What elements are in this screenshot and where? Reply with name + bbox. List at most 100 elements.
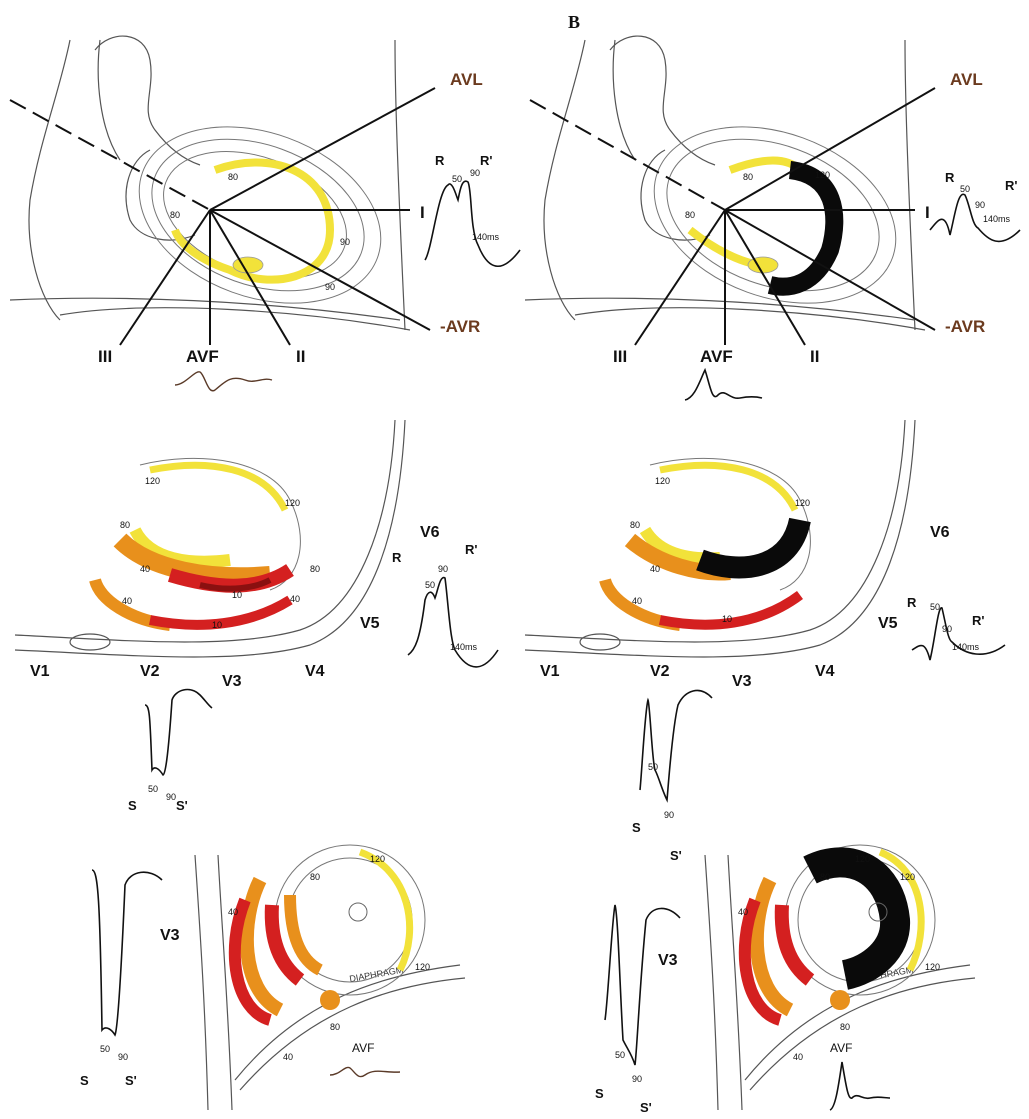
septum-orange [290, 895, 320, 970]
lead-label-v5: V5 [878, 615, 898, 632]
activation-band-black [700, 520, 800, 567]
wave-label-r-prime: R' [972, 613, 984, 628]
lead-label-v5: V5 [360, 615, 380, 632]
sagittal-left: DIAPHRAGM 80 120 120 40 40 80 V3 S S' 50… [80, 845, 465, 1110]
anatomy-rib [580, 634, 620, 650]
lead-label-i: I [925, 203, 930, 222]
activation-band-yellow [150, 465, 285, 510]
time-label-90: 90 [632, 1074, 642, 1084]
anatomy-sternum [195, 855, 232, 1110]
isochrone-label: 80 [330, 1022, 340, 1032]
activation-band-yellow [660, 465, 795, 510]
time-label-90: 90 [975, 200, 985, 210]
ecg-trace-i [425, 181, 520, 266]
time-label-140: 140ms [952, 642, 980, 652]
time-label-50: 50 [100, 1044, 110, 1054]
isochrone-label: 120 [925, 962, 940, 972]
anatomy-chest-wall [905, 40, 915, 330]
time-label-90: 90 [166, 792, 176, 802]
lead-label-v2: V2 [140, 663, 160, 680]
wave-label-r-prime: R' [1005, 178, 1017, 193]
wave-label-s-prime: S' [125, 1073, 137, 1088]
lead-label-ii: II [296, 347, 305, 366]
anatomy-chest-wall [15, 420, 395, 642]
wave-label-r: R [392, 550, 402, 565]
isochrone-ring [131, 112, 386, 319]
lead-label-v6: V6 [420, 524, 440, 541]
anatomy-chest-wall [525, 420, 905, 642]
isochrone-label: 80 [685, 210, 695, 220]
isochrone-label: 40 [290, 594, 300, 604]
isochrone-label: 40 [122, 596, 132, 606]
isochrone-label: 80 [630, 520, 640, 530]
time-label-90: 90 [664, 810, 674, 820]
wave-label-r-prime: R' [480, 153, 492, 168]
wave-label-r-prime: R' [465, 542, 477, 557]
ecg-trace-v3 [605, 905, 680, 1065]
anatomy-rib [70, 634, 110, 650]
time-label-50: 50 [960, 184, 970, 194]
isochrone-label: 80 [120, 520, 130, 530]
ecg-trace-v3 [92, 870, 162, 1035]
papillary-muscle [320, 990, 340, 1010]
lead-label-v1: V1 [540, 663, 560, 680]
frontal-right: AVL I -AVR III AVF II 80 80 120 R R' 50 … [525, 36, 1020, 400]
lead-label-v3: V3 [658, 952, 678, 969]
anatomy-aorta [29, 40, 120, 320]
lead-label-v3: V3 [160, 927, 180, 944]
lead-label-ii: II [810, 347, 819, 366]
frontal-left: AVL I -AVR III AVF II 80 80 90 90 R R' 5… [10, 36, 520, 391]
ecg-trace-avf [685, 370, 762, 400]
time-label-140: 140ms [983, 214, 1011, 224]
isochrone-label: 120 [415, 962, 430, 972]
isochrone-label: 40 [140, 564, 150, 574]
isochrone-label: 120 [655, 476, 670, 486]
activation-band-black [770, 170, 834, 287]
sagittal-right: DIAPHRAGM 80 120 120 120 40 40 80 V3 S S… [595, 845, 975, 1115]
papillary-yellow [748, 257, 778, 273]
isochrone-label: 80 [170, 210, 180, 220]
horizontal-left: 120 120 80 80 40 40 40 10 10 V1 V2 V3 V4… [15, 420, 498, 813]
lead-label-avf: AVF [186, 347, 219, 366]
wave-label-r: R [945, 170, 955, 185]
diaphragm-label: DIAPHRAGM [349, 965, 404, 984]
lead-label-i: I [420, 203, 425, 222]
isochrone-label: 40 [650, 564, 660, 574]
lead-label-v3: V3 [732, 673, 752, 690]
wave-label-s-prime: S' [640, 1100, 652, 1115]
wave-label-s: S [632, 820, 641, 835]
wave-label-s-prime: S' [176, 798, 188, 813]
isochrone-label: 80 [228, 172, 238, 182]
lead-label-avf: AVF [700, 347, 733, 366]
lead-label-avf: AVF [830, 1041, 852, 1055]
isochrone-label: 120 [815, 170, 830, 180]
isochrone-label: 90 [340, 237, 350, 247]
time-label-140: 140ms [450, 642, 478, 652]
time-label-90: 90 [470, 168, 480, 178]
isochrone-label: 40 [793, 1052, 803, 1062]
isochrone-label: 80 [840, 1022, 850, 1032]
isochrone-label: 40 [228, 907, 238, 917]
isochrone-label: 80 [310, 564, 320, 574]
wave-label-r: R [435, 153, 445, 168]
time-label-50: 50 [148, 784, 158, 794]
isochrone-label: 80 [820, 872, 830, 882]
ecg-trace-avf [330, 1067, 400, 1076]
ecg-trace-v3 [640, 691, 712, 800]
horizontal-right: 120 120 80 40 40 10 V1 V2 V3 V4 V5 V6 R … [525, 420, 1005, 863]
papillary-muscle [830, 990, 850, 1010]
wave-label-s-prime: S' [670, 848, 682, 863]
lead-label-v6: V6 [930, 524, 950, 541]
isochrone-label: 120 [145, 476, 160, 486]
panel-header: B [568, 12, 580, 32]
isochrone-label: 40 [738, 907, 748, 917]
anatomy-aorta [544, 40, 635, 320]
wave-label-s: S [595, 1086, 604, 1101]
lead-label-v3: V3 [222, 673, 242, 690]
time-label-90: 90 [118, 1052, 128, 1062]
valve-icon [349, 903, 367, 921]
activation-band-yellow [360, 852, 410, 970]
anatomy-arch [95, 36, 200, 165]
lead-label-avl: AVL [450, 70, 483, 89]
